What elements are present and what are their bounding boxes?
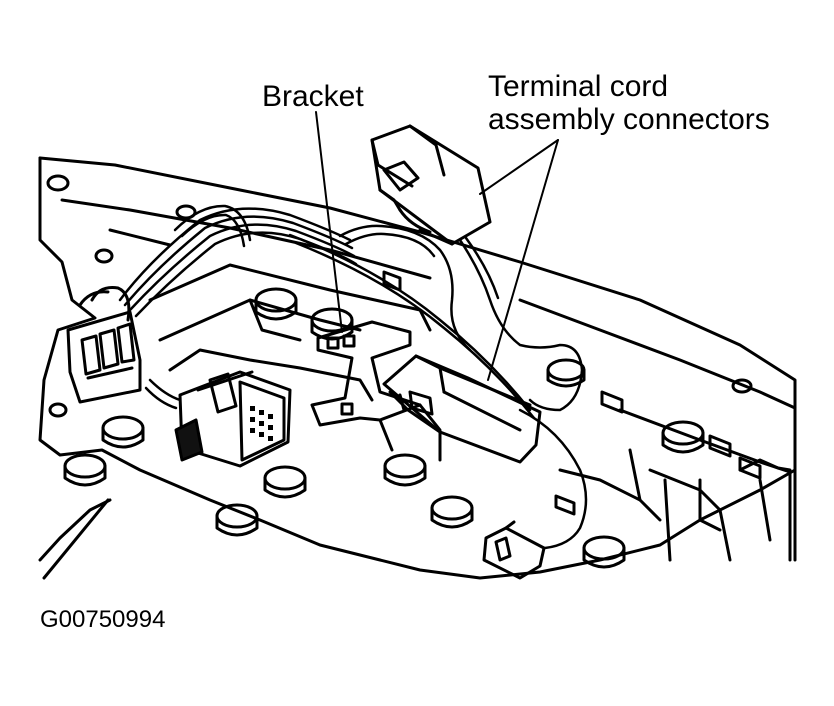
bolt-head <box>430 495 474 529</box>
valve-body-ridge <box>148 263 432 402</box>
bracket-callout-label: Bracket <box>262 80 364 113</box>
connector-pin-grid <box>250 406 273 441</box>
right-housing <box>558 448 792 562</box>
bolt-head <box>582 535 626 569</box>
bolt-head <box>546 358 586 388</box>
bolt-head <box>263 465 307 499</box>
left-harness-connector <box>66 286 142 404</box>
leader-lines <box>315 111 559 381</box>
bolt-head <box>215 503 259 537</box>
valve-body-plate <box>38 156 797 580</box>
bolt-head <box>63 453 107 487</box>
bolt-head <box>383 453 427 487</box>
plate-slots <box>382 270 762 516</box>
mounting-holes <box>46 174 753 418</box>
bolt-head <box>101 415 145 449</box>
terminal-leader-line-upper <box>479 139 559 195</box>
lower-terminal-connector <box>382 354 542 464</box>
wiring-harness <box>118 204 588 550</box>
bracket-leader-line <box>315 111 343 333</box>
bolt-heads <box>63 287 705 569</box>
figure-code: G00750994 <box>40 606 166 633</box>
bracket-part <box>310 320 442 462</box>
small-plug <box>482 520 546 580</box>
center-harness-connector <box>174 370 292 468</box>
terminal-cord-callout-label-line1: Terminal cord <box>488 70 669 103</box>
upper-terminal-connector <box>370 124 492 246</box>
bolt-head <box>661 420 705 454</box>
terminal-leader-line-lower <box>487 139 559 381</box>
terminal-cord-callout-label-line2: assembly connectors <box>488 103 770 136</box>
